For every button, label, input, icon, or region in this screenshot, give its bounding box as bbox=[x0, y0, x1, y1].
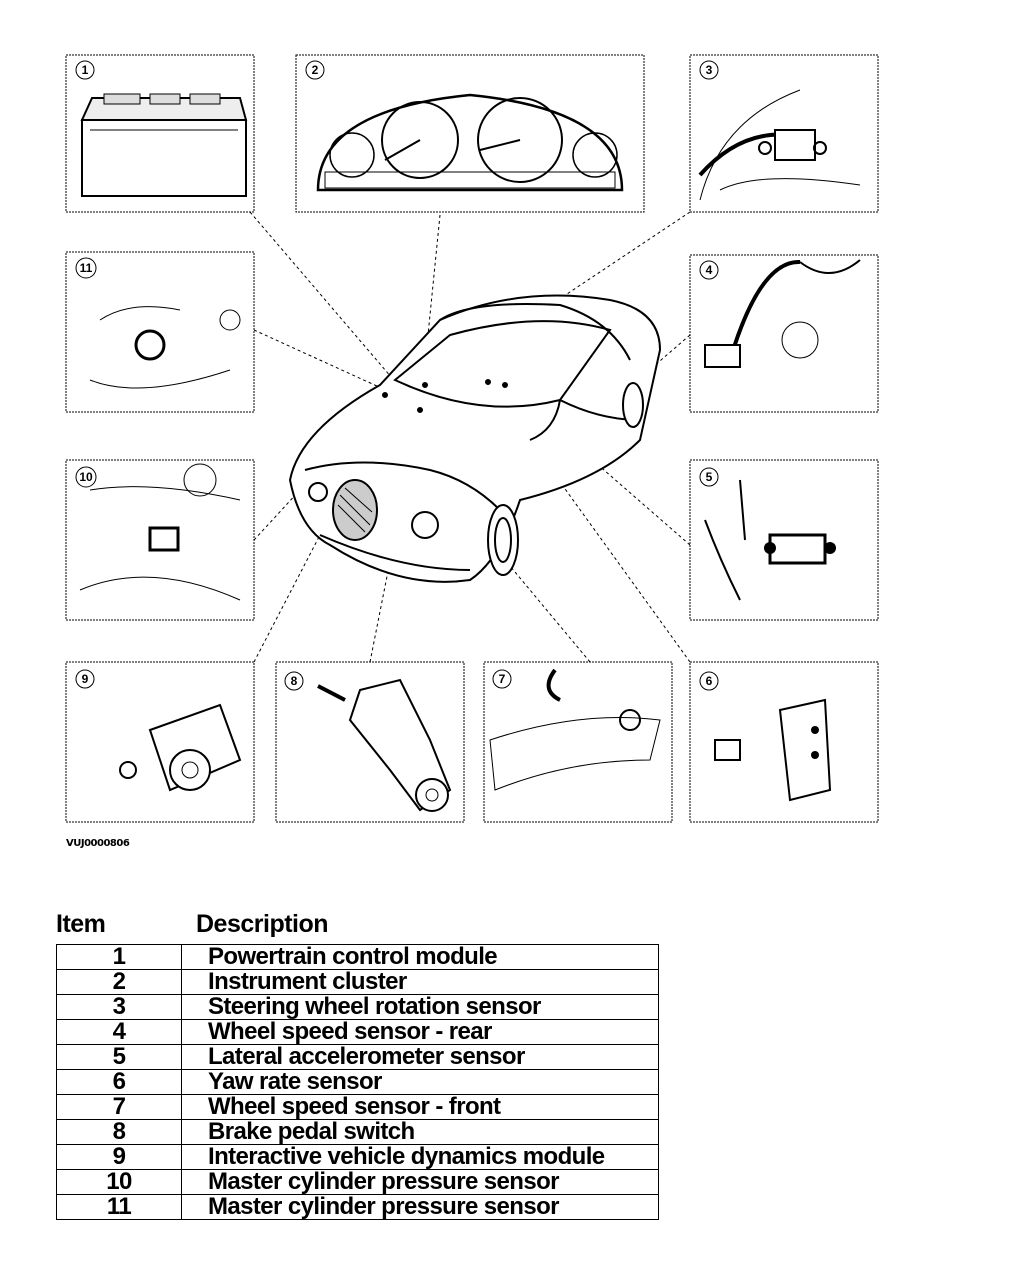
panel-8-brake-pedal-switch bbox=[275, 661, 465, 823]
panel-4-rear-wheel-speed bbox=[689, 254, 879, 413]
panel-label-9: 9 bbox=[75, 669, 95, 689]
panel-11-master-cylinder-sensor bbox=[65, 251, 255, 413]
panel-label-text: 7 bbox=[499, 672, 506, 686]
item-number: 1 bbox=[56, 944, 182, 970]
item-number: 5 bbox=[56, 1044, 182, 1070]
item-number: 9 bbox=[56, 1144, 182, 1170]
panel-3-steering-sensor bbox=[689, 54, 879, 213]
item-description: Yaw rate sensor bbox=[181, 1069, 659, 1095]
legend-item-header: Item bbox=[56, 910, 106, 938]
panel-label-text: 5 bbox=[706, 470, 713, 484]
panel-label-text: 4 bbox=[706, 263, 713, 277]
car-illustration bbox=[288, 294, 662, 583]
panel-label-10: 10 bbox=[75, 466, 97, 488]
panel-label-3: 3 bbox=[699, 60, 719, 80]
item-description: Wheel speed sensor - rear bbox=[181, 1019, 659, 1045]
panel-label-text: 9 bbox=[82, 672, 89, 686]
item-description: Steering wheel rotation sensor bbox=[181, 994, 659, 1020]
panel-5-lateral-accelerometer bbox=[689, 459, 879, 621]
item-number: 2 bbox=[56, 969, 182, 995]
item-description: Master cylinder pressure sensor bbox=[181, 1169, 659, 1195]
panel-1-powertrain-module bbox=[65, 54, 255, 213]
panel-6-yaw-rate-sensor bbox=[689, 661, 879, 823]
panel-labels: 1 2 3 11 4 10 5 9 8 7 6 bbox=[75, 60, 719, 691]
panel-label-text: 10 bbox=[79, 470, 93, 484]
item-number: 3 bbox=[56, 994, 182, 1020]
panel-label-8: 8 bbox=[284, 671, 304, 691]
panel-label-text: 11 bbox=[80, 261, 93, 275]
panel-2-instrument-cluster bbox=[295, 54, 645, 213]
component-location-diagram: 1 2 3 11 4 10 5 9 8 7 6 bbox=[65, 54, 879, 823]
panel-label-5: 5 bbox=[699, 467, 719, 487]
panel-9-ivd-module bbox=[65, 661, 255, 823]
panel-label-4: 4 bbox=[699, 260, 719, 280]
panel-label-text: 6 bbox=[706, 674, 713, 688]
item-number: 10 bbox=[56, 1169, 182, 1195]
legend-description-header: Description bbox=[196, 910, 329, 938]
figure-code: VUJ0000806 bbox=[66, 838, 130, 849]
item-description: Instrument cluster bbox=[181, 969, 659, 995]
item-number: 11 bbox=[56, 1194, 182, 1220]
item-description: Wheel speed sensor - front bbox=[181, 1094, 659, 1120]
panel-label-11: 11 bbox=[75, 257, 97, 279]
item-number: 7 bbox=[56, 1094, 182, 1120]
panel-10-master-cylinder-sensor bbox=[65, 459, 255, 621]
panel-7-front-wheel-speed bbox=[483, 661, 673, 823]
item-number: 4 bbox=[56, 1019, 182, 1045]
item-number: 8 bbox=[56, 1119, 182, 1145]
item-description: Lateral accelerometer sensor bbox=[181, 1044, 659, 1070]
panel-label-1: 1 bbox=[75, 60, 95, 80]
panel-label-2: 2 bbox=[305, 60, 325, 80]
item-description: Master cylinder pressure sensor bbox=[181, 1194, 659, 1220]
panel-label-text: 2 bbox=[312, 63, 319, 77]
panel-label-text: 3 bbox=[706, 63, 713, 77]
item-description: Powertrain control module bbox=[181, 944, 659, 970]
item-description: Interactive vehicle dynamics module bbox=[181, 1144, 659, 1170]
panel-label-text: 1 bbox=[82, 63, 89, 77]
item-description: Brake pedal switch bbox=[181, 1119, 659, 1145]
panel-label-7: 7 bbox=[492, 669, 512, 689]
panel-label-6: 6 bbox=[699, 671, 719, 691]
item-number: 6 bbox=[56, 1069, 182, 1095]
panel-label-text: 8 bbox=[291, 674, 298, 688]
